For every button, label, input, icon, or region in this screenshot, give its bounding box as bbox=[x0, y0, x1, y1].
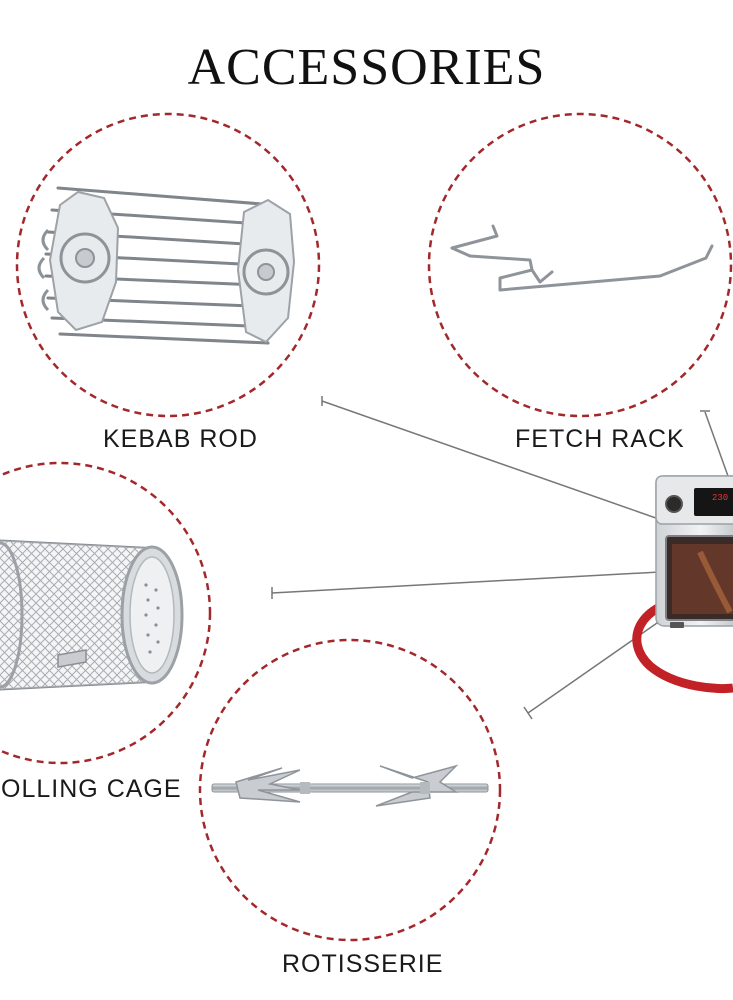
fetch-rack-frame bbox=[427, 112, 733, 418]
label-rolling-cage: ROLLING CAGE bbox=[0, 775, 182, 803]
fetch-rack-image bbox=[450, 224, 714, 292]
label-fetch-rack: FETCH RACK bbox=[515, 425, 685, 453]
page-title: ACCESSORIES bbox=[187, 39, 546, 96]
air-fryer-oven-image: 230 bbox=[632, 475, 733, 694]
rolling-cage-frame bbox=[0, 461, 212, 765]
rotisserie-image bbox=[211, 764, 489, 807]
kebab-rod-image bbox=[37, 186, 296, 345]
label-rotisserie: ROTISSERIE bbox=[282, 950, 444, 978]
oven-display-readout: 230 bbox=[712, 493, 728, 503]
label-kebab-rod: KEBAB ROD bbox=[103, 425, 258, 453]
kebab-rod-frame bbox=[15, 112, 321, 418]
rotisserie-frame bbox=[198, 638, 502, 942]
rolling-cage-image bbox=[0, 538, 184, 692]
